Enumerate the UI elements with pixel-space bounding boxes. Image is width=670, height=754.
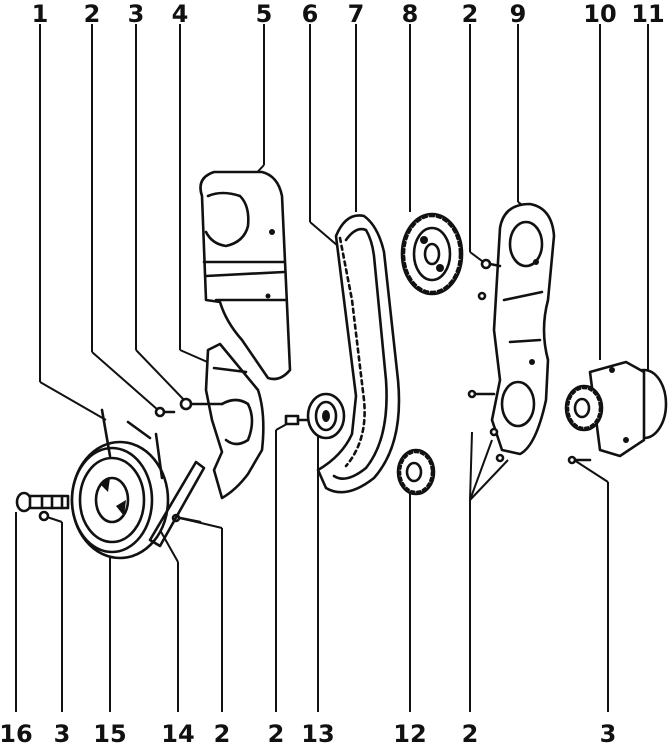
callout-12: 12 bbox=[393, 720, 426, 748]
callout-13: 13 bbox=[301, 720, 334, 748]
cover-bolts bbox=[154, 397, 312, 524]
lower-timing-cover bbox=[204, 342, 265, 500]
rear-timing-cover bbox=[490, 202, 556, 456]
callout-7: 7 bbox=[348, 0, 365, 28]
timing-belt bbox=[316, 214, 401, 494]
callout-2-bottom-a: 2 bbox=[214, 720, 231, 748]
callout-4: 4 bbox=[172, 0, 189, 28]
callout-labels-top: 1 2 3 4 5 6 7 8 2 9 10 11 bbox=[32, 0, 665, 28]
callout-5: 5 bbox=[256, 0, 273, 28]
camshaft-sprocket bbox=[400, 212, 464, 296]
callout-2-bottom-c: 2 bbox=[462, 720, 479, 748]
callout-2: 2 bbox=[84, 0, 101, 28]
rear-cover-bolts bbox=[467, 258, 505, 463]
callout-8: 8 bbox=[402, 0, 419, 28]
leader-lines bbox=[15, 24, 649, 712]
callout-3-bottom-right: 3 bbox=[600, 720, 617, 748]
crankshaft-sprocket bbox=[396, 448, 436, 496]
crank-pulley-bolt bbox=[15, 491, 70, 522]
callout-2-bottom-b: 2 bbox=[268, 720, 285, 748]
callout-15: 15 bbox=[93, 720, 126, 748]
tensioner-pulley bbox=[306, 392, 346, 440]
callout-1: 1 bbox=[32, 0, 49, 28]
crankshaft-pulley bbox=[70, 408, 206, 560]
callout-10: 10 bbox=[583, 0, 616, 28]
callout-14: 14 bbox=[161, 720, 194, 748]
callout-3: 3 bbox=[128, 0, 145, 28]
callout-labels-bottom: 16 3 15 14 2 2 13 12 2 3 bbox=[0, 720, 616, 748]
callout-6: 6 bbox=[302, 0, 319, 28]
callout-3-bottom-left: 3 bbox=[54, 720, 71, 748]
callout-11: 11 bbox=[631, 0, 664, 28]
callout-9: 9 bbox=[510, 0, 527, 28]
upper-timing-cover bbox=[199, 170, 292, 381]
callout-2-upper-right: 2 bbox=[462, 0, 479, 28]
water-pump bbox=[564, 360, 668, 465]
callout-16: 16 bbox=[0, 720, 33, 748]
